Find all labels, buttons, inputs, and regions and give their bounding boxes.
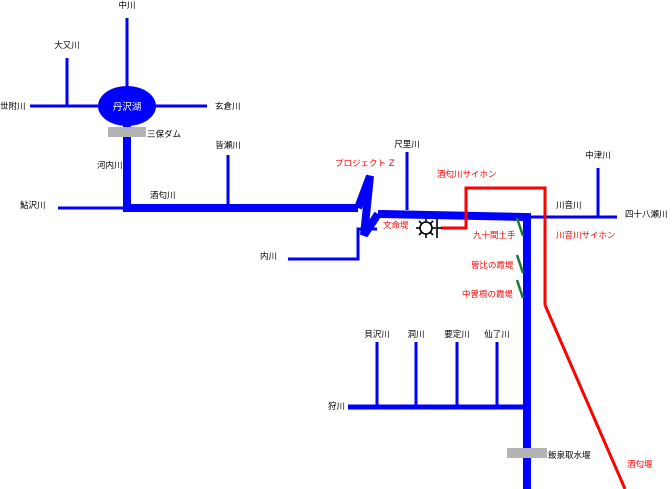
nakasone-kasumitei-mark <box>515 279 525 299</box>
sakawagawa-upper <box>123 113 358 212</box>
sakawa-siphon-line <box>441 186 547 305</box>
omatagawa-label: 大又川 <box>54 40 80 51</box>
iizumi-intake-block <box>507 448 547 458</box>
shakunogawa-label: 尺里川 <box>394 140 420 150</box>
yoteigawa-label: 要定川 <box>444 329 470 340</box>
nakatsugawa-label: 中津川 <box>585 150 611 161</box>
mihodam-block <box>108 127 146 137</box>
nakasone-kasumitei-label: 中曽根の霞堤 <box>462 289 514 300</box>
kaizawagawa-label: 貝沢川 <box>364 329 390 340</box>
genkuragawa-label: 玄倉川 <box>215 101 241 112</box>
siphons <box>441 186 627 489</box>
kouchigawa-label: 河内川 <box>97 160 123 171</box>
uchigawa-label: 内川 <box>260 251 277 262</box>
sakawagawa-label: 酒匂川 <box>150 190 176 201</box>
project-z-zigzag <box>354 174 382 238</box>
sakawa-siphon-label: 酒匂川サイホン <box>437 169 497 180</box>
sobi-kasumitei-mark <box>515 254 525 274</box>
horagawa-label: 洞川 <box>407 329 424 340</box>
yoakegawa-label: 世附川 <box>0 101 26 112</box>
kawaoto-siphon-label: 川音川サイホン <box>556 230 616 241</box>
kawaotogawa-label: 川音川 <box>556 200 582 211</box>
bunmeitei-label: 文命堤 <box>383 220 409 231</box>
yosohachisegawa-label: 四十八瀬川 <box>625 209 668 220</box>
bunmeitei-icon <box>416 217 442 238</box>
senryogawa-label: 仙了川 <box>484 329 510 340</box>
sakawa-weir-line <box>543 304 627 489</box>
nakagawa-label: 中川 <box>118 0 135 11</box>
tanzawako-label: 丹沢湖 <box>113 101 142 113</box>
kujukkendote-mark <box>515 217 525 237</box>
levee-marks <box>515 217 525 299</box>
karigawa-label: 狩川 <box>328 401 345 412</box>
sakawagawa-lower <box>377 210 531 489</box>
sakawa-weir-label: 酒匂堰 <box>627 459 653 470</box>
ayuzawagawa-label: 鮎沢川 <box>20 200 46 211</box>
iizumi-intake-label: 飯泉取水堰 <box>548 450 591 461</box>
minasegawa-label: 皆瀬川 <box>215 140 241 151</box>
projectz-label: プロジェクト Z <box>335 159 395 169</box>
sobi-kasumitei-label: 曽比の霞堤 <box>471 260 514 271</box>
tanzawako-lake <box>98 86 156 126</box>
mihodam-label: 三保ダム <box>147 129 181 140</box>
kujukkendote-label: 九十間土手 <box>473 230 516 241</box>
sakawagawa-main <box>123 113 531 489</box>
